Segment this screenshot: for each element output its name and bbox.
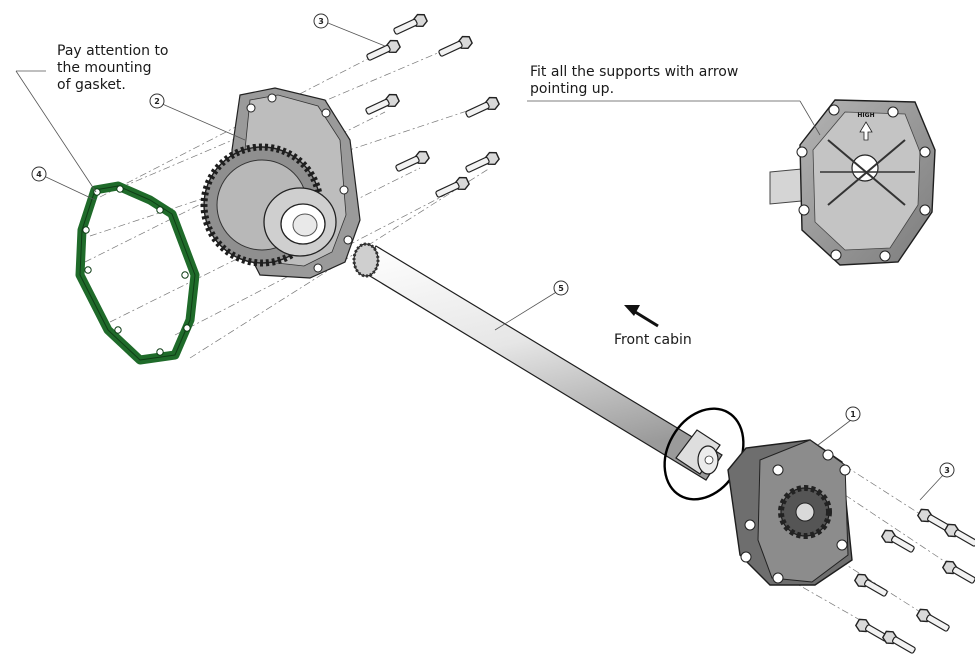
support-plate-label: HIGH	[857, 112, 874, 119]
callout-5: 5	[553, 280, 569, 296]
gasket-note-line-1: Pay attention to	[57, 43, 169, 59]
svg-text:3: 3	[318, 17, 324, 26]
spline-shaft	[352, 242, 723, 481]
supports-note-line-2: pointing up.	[530, 81, 615, 97]
bolts-lower	[852, 506, 975, 658]
leader-lines	[15, 22, 945, 501]
callout-3-upper: 3	[313, 13, 329, 29]
front-cabin-label: Front cabin	[614, 332, 692, 348]
callout-3-lower: 3	[939, 462, 955, 478]
callout-1: 1	[845, 406, 861, 422]
gasket-note-line-3: of gasket.	[57, 77, 126, 93]
arrow-up-icon	[859, 121, 873, 141]
drive-unit	[727, 439, 853, 586]
svg-text:5: 5	[558, 284, 564, 293]
svg-text:3: 3	[944, 466, 950, 475]
svg-text:2: 2	[154, 97, 160, 106]
spline-shaft-icon	[352, 242, 380, 278]
callout-4: 4	[31, 166, 47, 182]
svg-text:4: 4	[36, 170, 42, 179]
supports-note-line-1: Fit all the supports with arrow	[530, 64, 739, 80]
bolts-upper	[363, 11, 502, 202]
svg-text:1: 1	[850, 410, 856, 419]
gear-housing	[200, 87, 361, 279]
callout-2: 2	[149, 93, 165, 109]
arrow-up-left-icon	[624, 305, 659, 328]
gasket-note: Pay attention to the mounting of gasket.	[57, 43, 207, 94]
supports-note: Fit all the supports with arrow pointing…	[530, 64, 790, 98]
gasket	[75, 181, 200, 365]
support-plate: HIGH	[769, 99, 936, 266]
gasket-note-line-2: the mounting	[57, 60, 152, 76]
